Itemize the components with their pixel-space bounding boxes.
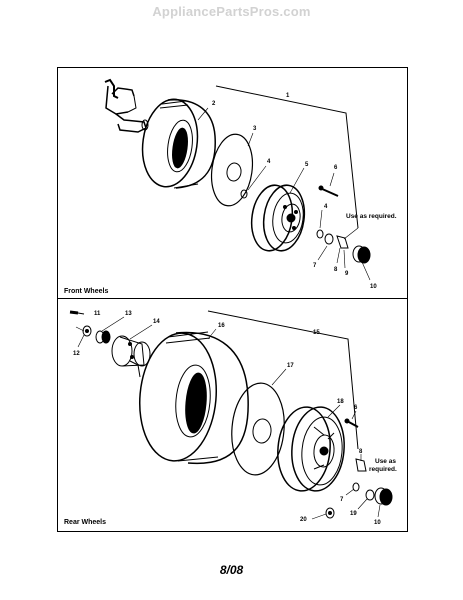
callout-19: 19 xyxy=(350,511,357,517)
front-cap-part xyxy=(352,245,371,264)
front-washer-2-part xyxy=(316,229,324,239)
rear-hub-part xyxy=(111,335,151,378)
rear-wheels-panel: 11 12 13 14 15 16 17 18 6 8 7 19 10 20 U… xyxy=(57,298,408,532)
callout-13: 13 xyxy=(125,311,132,317)
front-washer-7-part xyxy=(324,233,334,245)
callout-2: 2 xyxy=(212,101,216,107)
front-inner-tube-part xyxy=(210,133,254,207)
front-valve-stem-part xyxy=(318,185,339,197)
rear-washer-7-part xyxy=(352,482,360,492)
rear-cap-part xyxy=(374,487,393,506)
callout-16: 16 xyxy=(218,323,225,329)
callout-4: 4 xyxy=(267,159,271,165)
callout-8: 8 xyxy=(334,267,338,273)
use-as-required-note: Use as required. xyxy=(346,213,397,220)
revision-label: 8/08 xyxy=(219,563,244,577)
rear-rim-part xyxy=(277,406,345,492)
callout-3: 3 xyxy=(253,126,257,132)
callout-17: 17 xyxy=(287,363,294,369)
callout-15: 15 xyxy=(313,330,320,336)
rear-bolt-part xyxy=(69,310,85,315)
rear-leader-lines xyxy=(75,316,381,520)
rear-inner-tube-part xyxy=(231,382,285,476)
spindle-part xyxy=(104,78,149,133)
front-wheels-title: Front Wheels xyxy=(64,288,109,295)
callout-6-rear: 6 xyxy=(354,405,358,411)
leader-lines xyxy=(197,107,371,281)
callout-12: 12 xyxy=(73,351,80,357)
callout-10: 10 xyxy=(370,284,377,290)
callout-18: 18 xyxy=(337,399,344,405)
rear-assembly-bracket-line xyxy=(207,310,359,450)
callout-9: 9 xyxy=(345,271,349,277)
front-washer-part xyxy=(240,189,248,199)
callout-7: 7 xyxy=(313,263,317,269)
front-tire-part xyxy=(141,98,216,189)
use-as-note-line2: required. xyxy=(369,466,397,473)
rear-bushing-part xyxy=(95,330,111,344)
callout-8-rear: 8 xyxy=(359,449,363,455)
callout-5: 5 xyxy=(305,162,309,168)
front-wheels-diagram: 1 2 3 4 5 6 4 7 8 9 10 Use as required. xyxy=(104,78,397,290)
rear-washer-12-part xyxy=(82,325,92,337)
callout-20: 20 xyxy=(300,517,307,523)
rear-tire-part xyxy=(138,331,249,465)
rear-plate-part xyxy=(355,458,367,472)
callout-1: 1 xyxy=(286,93,290,99)
callout-7-rear: 7 xyxy=(340,497,344,503)
watermark: AppliancePartsPros.com xyxy=(152,4,311,19)
callout-11: 11 xyxy=(94,311,101,317)
front-ring-part xyxy=(336,235,349,249)
callout-14: 14 xyxy=(153,319,160,325)
rear-wheels-diagram: 11 12 13 14 15 16 17 18 6 8 7 19 10 20 U… xyxy=(69,310,397,526)
front-wheels-panel: 1 2 3 4 5 6 4 7 8 9 10 Use as required. … xyxy=(57,67,408,300)
callout-4b: 4 xyxy=(324,204,328,210)
assembly-bracket-line xyxy=(215,85,359,229)
callout-6: 6 xyxy=(334,165,338,171)
front-rim-part xyxy=(250,184,306,252)
rear-washer-20-part xyxy=(325,507,335,519)
callout-10-rear: 10 xyxy=(374,520,381,526)
rear-ring-part xyxy=(365,489,375,501)
use-as-note-line1: Use as xyxy=(375,458,396,465)
rear-wheels-title: Rear Wheels xyxy=(64,519,107,526)
